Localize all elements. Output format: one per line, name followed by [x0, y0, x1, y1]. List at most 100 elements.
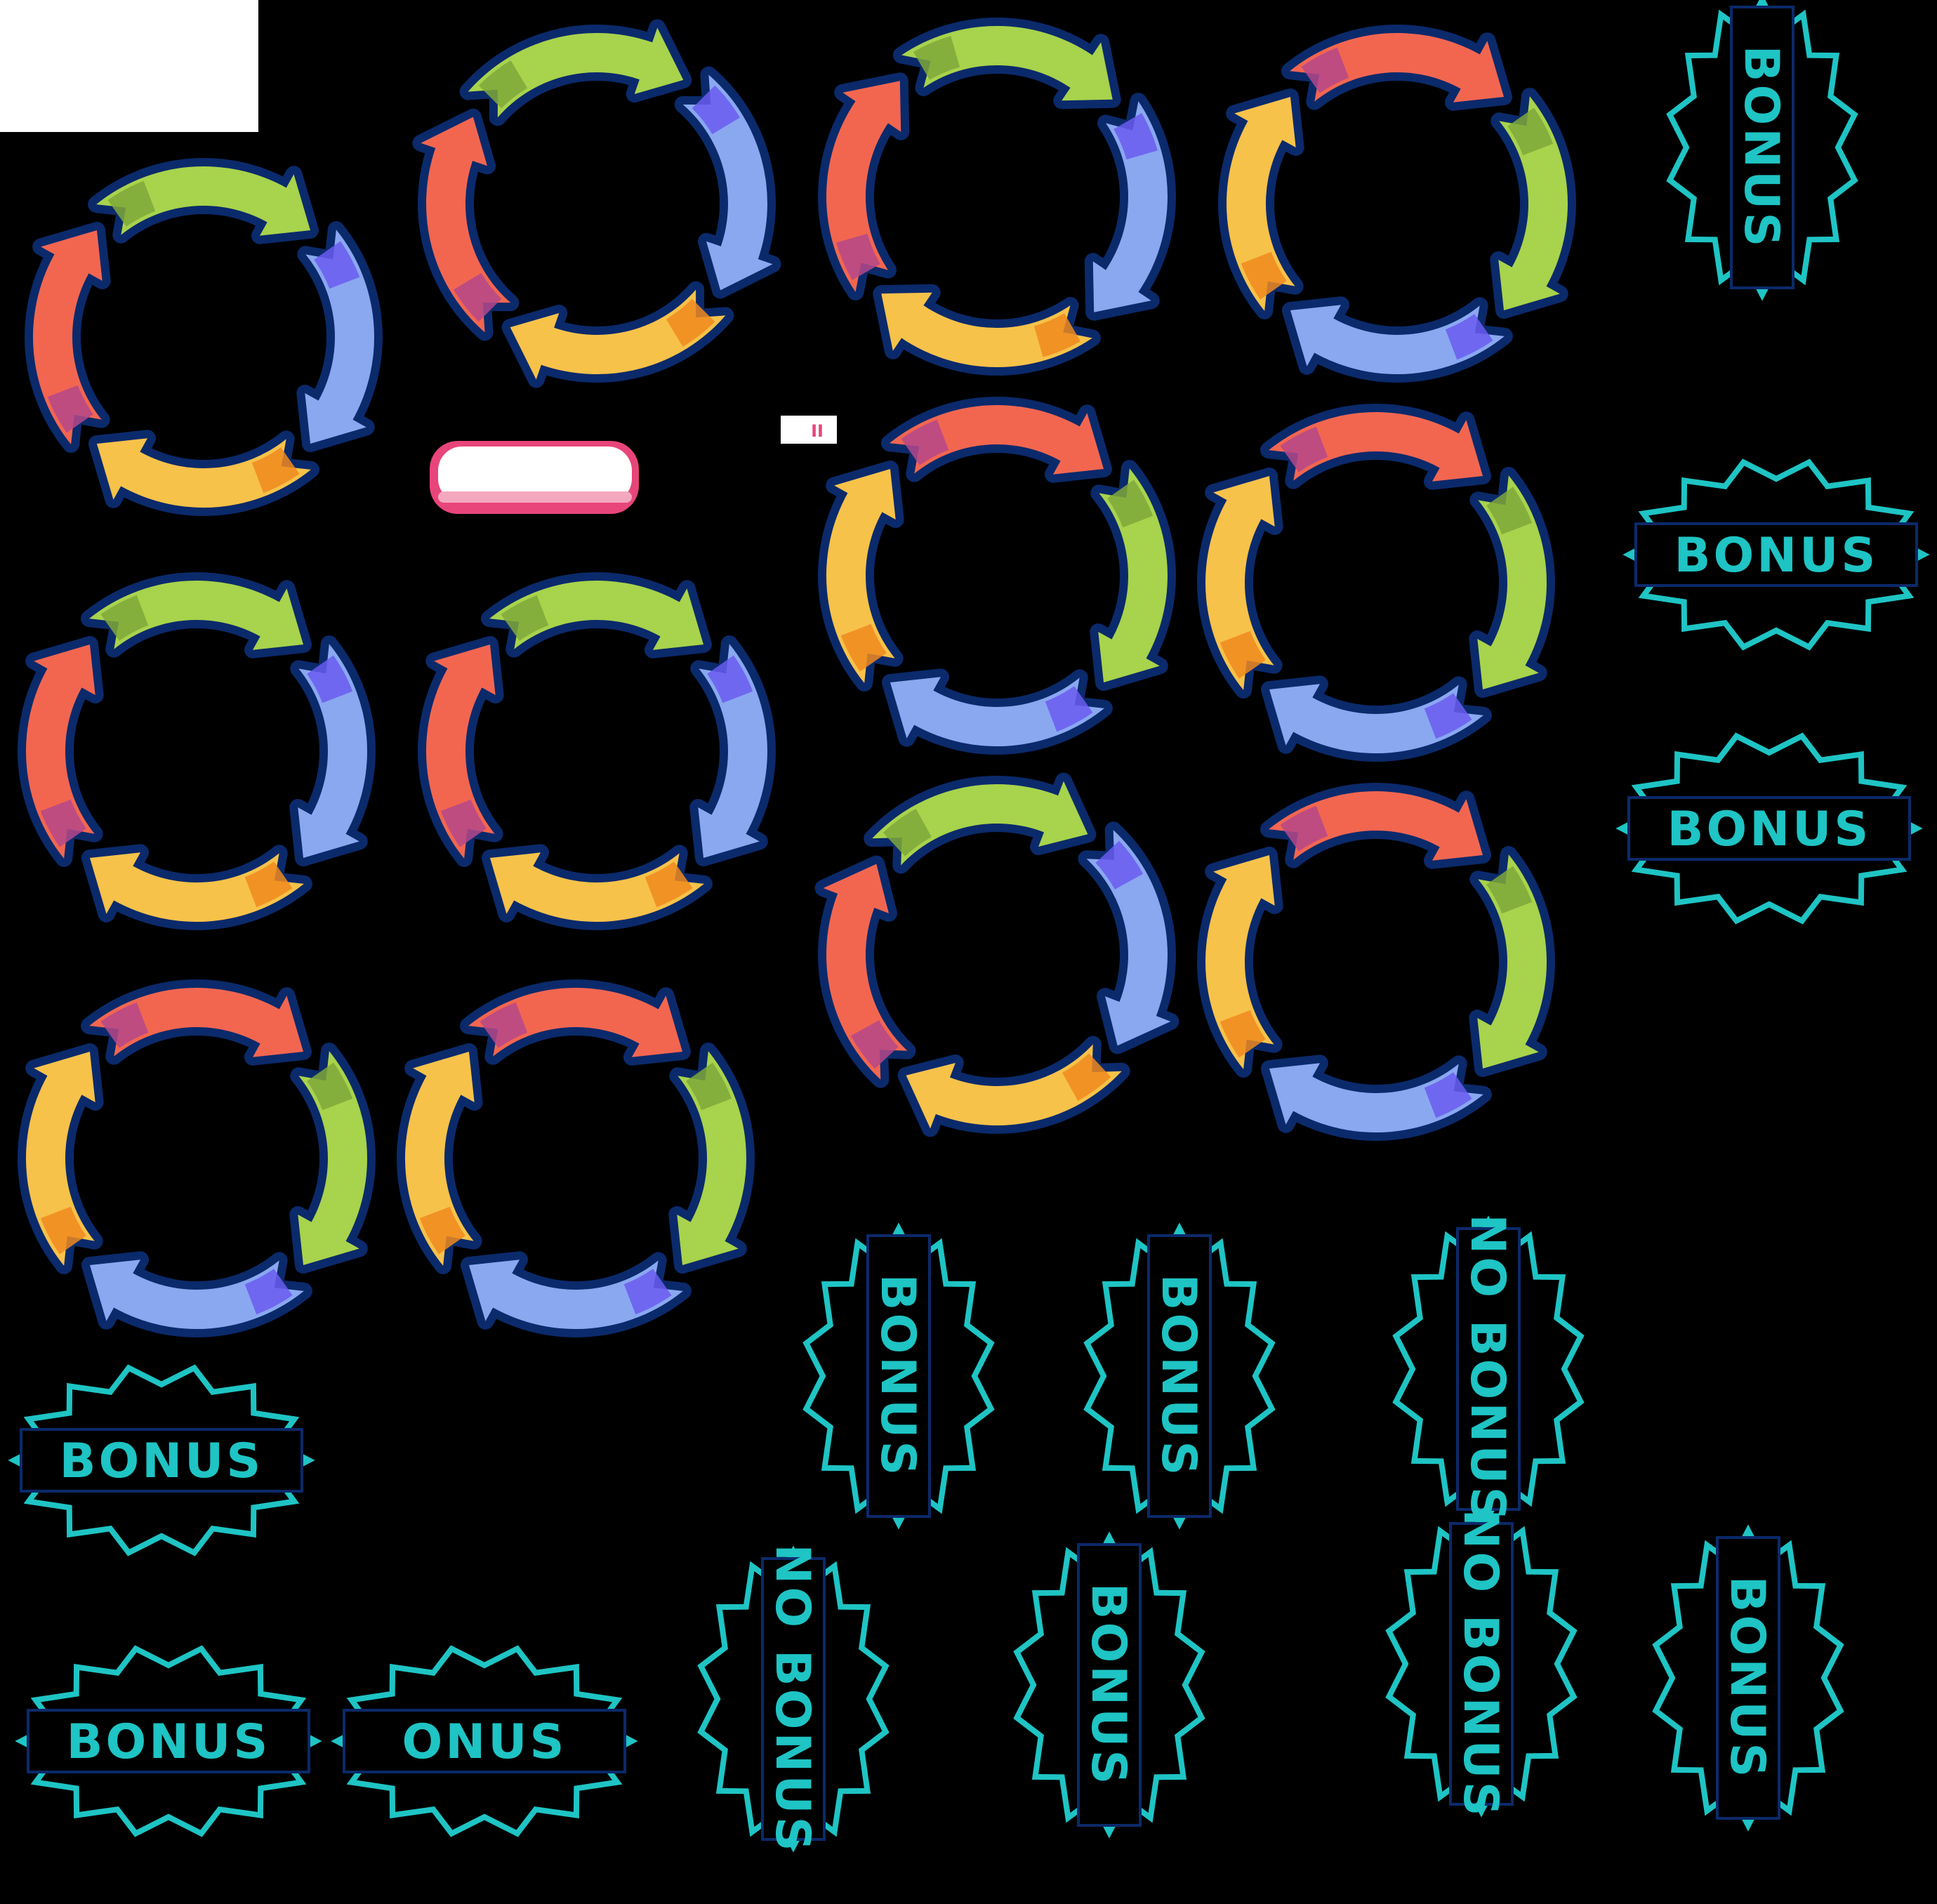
ring-3-shade-orange — [1033, 313, 1080, 357]
ring-4 — [1218, 25, 1576, 383]
ring-8-arrow-green — [489, 581, 704, 650]
ring-3-arrow-red — [826, 81, 901, 292]
cycle-rings — [18, 18, 1576, 1337]
ring-10-arrow-orange — [1205, 854, 1275, 1069]
bonus-badge-vertical-3-plate — [1147, 1234, 1212, 1518]
bonus-badge-vertical-2-burst — [802, 1222, 995, 1530]
no-bonus-badge-1-label: NO BONUS — [1460, 1214, 1515, 1523]
bonus-badge-horizontal-3: BONUS — [8, 1364, 315, 1556]
bonus-badge-vertical-3-burst — [1083, 1222, 1276, 1530]
pause-icon[interactable]: II — [781, 416, 837, 444]
ring-4-shade-red — [1301, 47, 1349, 94]
no-bonus-badge-1-plate — [1456, 1227, 1521, 1511]
ring-7-shade-red — [40, 799, 87, 847]
bonus-badge-horizontal-2-plate — [1627, 796, 1911, 861]
ring-1-arrow-blue — [305, 230, 374, 444]
ring-5-shade-orange — [840, 623, 887, 672]
ring-8-shade-red — [440, 799, 487, 847]
ring-4-arrow-green — [1498, 96, 1568, 311]
bonus-badge-horizontal-2-label: BONUS — [1667, 802, 1872, 857]
bonus-badge-horizontal-5-label: ONUS — [402, 1714, 567, 1770]
ring-2-arrow-blue — [682, 74, 773, 291]
ring-4-shade-green — [1507, 107, 1554, 156]
ring-1 — [25, 158, 383, 516]
ring-7 — [18, 572, 376, 930]
ring-11-shade-blue — [244, 1268, 293, 1315]
ring-5-arrow-blue — [890, 677, 1104, 746]
ring-5-arrow-green — [1098, 468, 1168, 683]
ring-2-arrow-red — [421, 117, 511, 333]
bonus-badge-horizontal-4-plate — [27, 1709, 310, 1773]
ring-12-shade-red — [480, 1002, 528, 1049]
ring-12-arrow-blue — [468, 1260, 683, 1329]
bonus-badge-vertical-3: BONUS — [1083, 1222, 1276, 1530]
ring-11-shade-red — [100, 1002, 149, 1049]
ring-11-shade-green — [306, 1062, 353, 1111]
ring-12-shade-orange — [419, 1206, 466, 1255]
bonus-badge-horizontal-3-plate — [20, 1428, 303, 1493]
ring-11-shade-orange — [40, 1206, 87, 1255]
ring-10-shade-red — [1280, 805, 1328, 852]
no-bonus-badge-3-burst — [1385, 1510, 1578, 1818]
pause-glyph: II — [811, 421, 824, 441]
ring-3-arrow-orange — [881, 292, 1092, 367]
bonus-badge-vertical-1: BONUS — [1666, 0, 1858, 301]
ring-8 — [418, 572, 776, 930]
ring-1-arrow-orange — [96, 438, 311, 508]
ring-7-arrow-red — [26, 644, 95, 859]
ring-9-shade-green — [882, 808, 932, 857]
ring-11-arrow-red — [89, 988, 304, 1057]
bonus-badge-horizontal-1-label: BONUS — [1674, 528, 1879, 583]
ring-3-arrow-blue — [1092, 101, 1168, 312]
ring-8-shade-orange — [644, 861, 693, 908]
ring-12-arrow-green — [677, 1051, 746, 1266]
ring-12 — [397, 979, 755, 1337]
no-bonus-badge-3: NO BONUS — [1385, 1509, 1578, 1819]
bonus-badge-horizontal-5-burst — [331, 1645, 638, 1837]
ring-6-shade-orange — [1219, 630, 1267, 679]
ring-1-arrow-green — [96, 166, 311, 236]
bonus-badge-horizontal-2-burst — [1615, 732, 1923, 925]
ring-10 — [1197, 783, 1555, 1141]
bonus-badge-vertical-5-burst — [1652, 1524, 1844, 1832]
ring-11 — [18, 979, 376, 1337]
ring-6-shade-blue — [1424, 692, 1472, 739]
ring-10-shade-green — [1486, 866, 1533, 914]
ring-8-shade-green — [501, 595, 549, 642]
bonus-badge-horizontal-1: BONUS — [1622, 458, 1930, 651]
bonus-badge-vertical-2-plate — [866, 1234, 931, 1518]
ring-1-arrow-red — [32, 230, 103, 444]
ring-12-arrow-orange — [404, 1051, 475, 1266]
ring-4-arrow-orange — [1227, 96, 1296, 311]
bonus-badge-vertical-2-label: BONUS — [870, 1274, 925, 1479]
ring-1-shade-orange — [251, 447, 300, 494]
ring-3-shade-green — [913, 36, 960, 80]
bonus-badge-vertical-1-burst — [1666, 0, 1858, 301]
ring-7-shade-blue — [306, 655, 353, 703]
blank-label-block — [0, 0, 258, 132]
ring-10-arrow-blue — [1269, 1063, 1483, 1132]
bonus-badge-horizontal-1-plate — [1634, 522, 1918, 587]
ring-9-arrow-blue — [1086, 830, 1171, 1046]
no-bonus-badge-2-plate — [761, 1557, 826, 1841]
ring-2-arrow-green — [468, 27, 684, 118]
pink-pill-button[interactable] — [430, 441, 639, 514]
ring-2-shade-blue — [692, 85, 741, 135]
ring-6 — [1197, 404, 1555, 762]
ring-4-arrow-red — [1290, 32, 1505, 103]
ring-4-shade-orange — [1241, 251, 1288, 300]
ring-7-arrow-orange — [89, 852, 304, 922]
ring-8-arrow-red — [426, 644, 496, 859]
ring-10-arrow-red — [1269, 791, 1483, 861]
ring-6-arrow-orange — [1205, 475, 1275, 690]
ring-7-shade-orange — [244, 861, 293, 908]
ring-10-shade-blue — [1424, 1071, 1472, 1118]
ring-3-shade-red — [836, 233, 880, 280]
bonus-badge-vertical-4: BONUS — [1013, 1531, 1205, 1839]
no-bonus-badge-3-label: NO BONUS — [1453, 1509, 1508, 1818]
ring-9-shade-blue — [1095, 840, 1144, 890]
no-bonus-badge-1: NO BONUS — [1392, 1214, 1585, 1524]
ring-4-arrow-blue — [1290, 305, 1505, 374]
